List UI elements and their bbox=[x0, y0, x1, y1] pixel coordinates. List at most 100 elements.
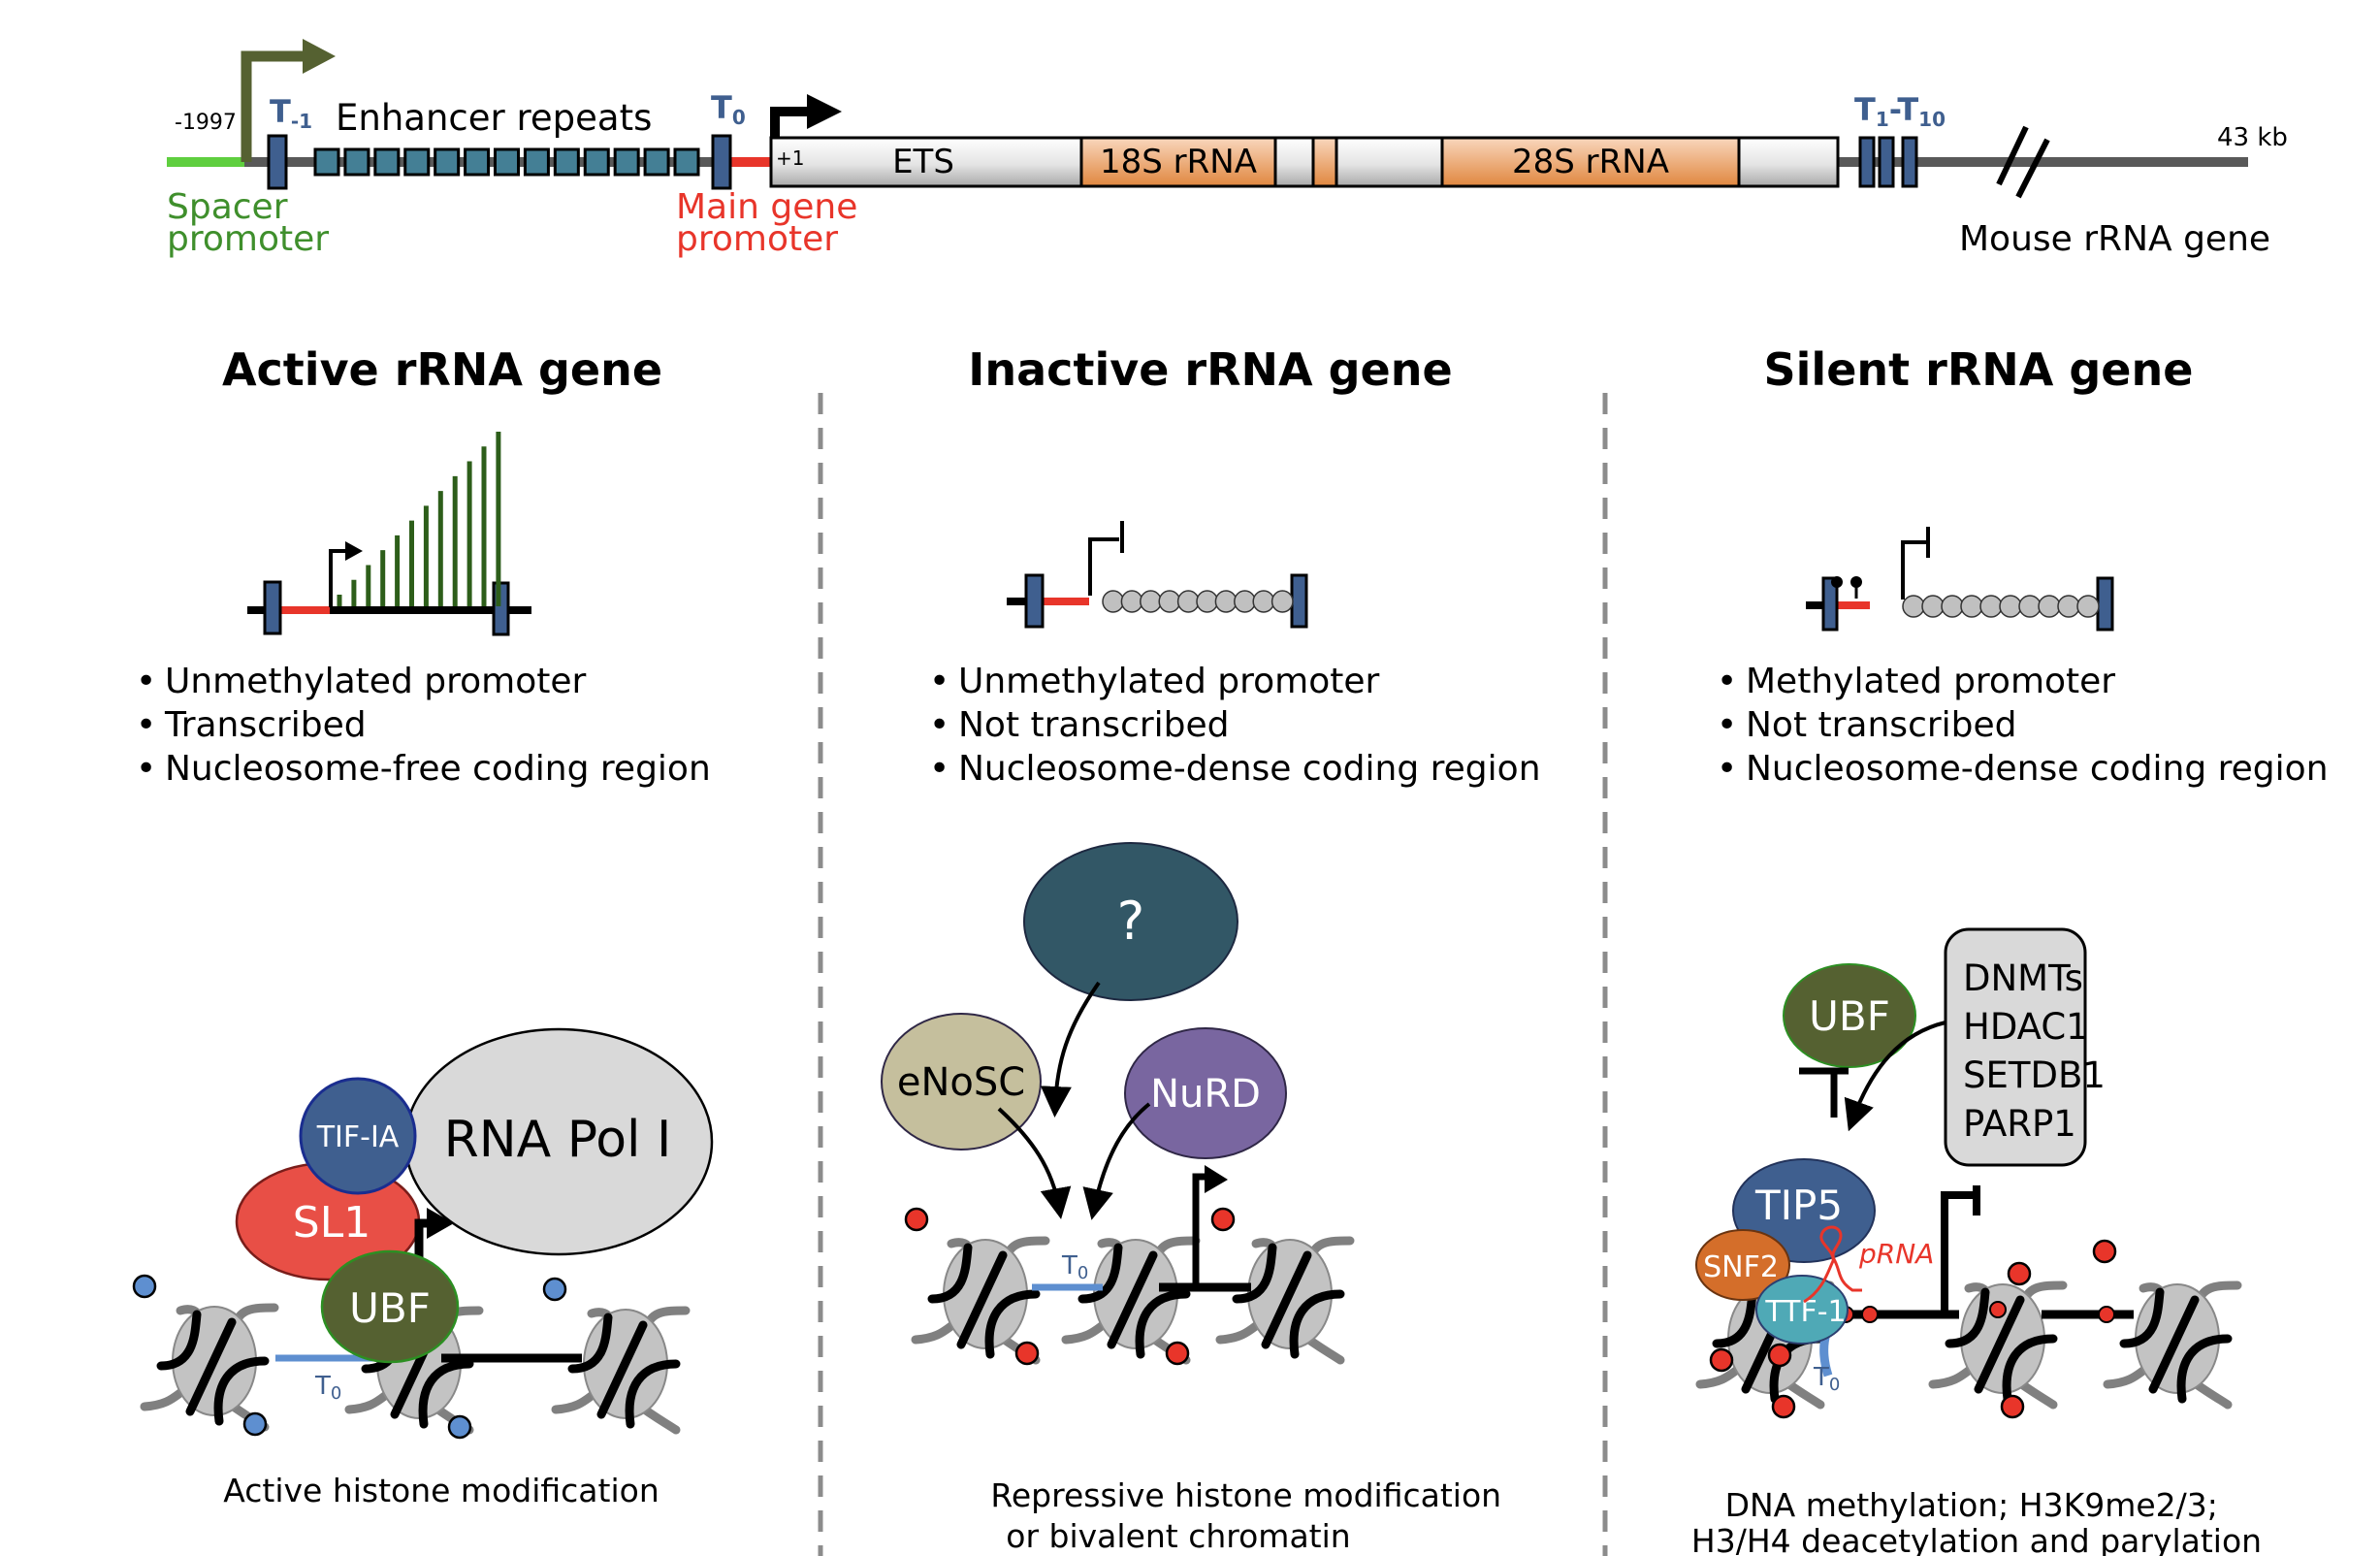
blocked-transcription-icon bbox=[1901, 527, 1930, 600]
enzyme-list: DNMTs HDAC1 SETDB1 PARP1 bbox=[1963, 957, 2117, 1145]
nucleosome bbox=[1210, 1207, 1355, 1365]
tif-ia bbox=[299, 1077, 417, 1195]
inactive-mini-gene bbox=[1007, 521, 1308, 629]
break-icon bbox=[1996, 125, 2050, 199]
methyl-mark-icon bbox=[1831, 576, 1843, 599]
nucleosome bbox=[132, 1274, 279, 1437]
main-promoter-arrow-icon bbox=[770, 94, 842, 138]
histone-mark bbox=[2092, 1239, 2117, 1264]
nucleosome bbox=[1928, 1280, 2068, 1419]
ttf1 bbox=[1755, 1275, 1849, 1345]
enhancer-repeat bbox=[494, 147, 520, 177]
histone-mark bbox=[242, 1411, 268, 1437]
dna-wrap bbox=[1289, 1289, 1345, 1359]
blocked-transcription-icon bbox=[1088, 521, 1124, 596]
transcription-start-arrow-icon bbox=[1192, 1165, 1228, 1285]
enosc bbox=[881, 1013, 1042, 1151]
histone-mark bbox=[1165, 1341, 1190, 1366]
enhancer-repeat bbox=[403, 147, 431, 177]
nucleosome-bead bbox=[2076, 595, 2100, 618]
histone-mark bbox=[1014, 1341, 1040, 1366]
terminator-t2 bbox=[1878, 136, 1895, 188]
dna-wrap bbox=[1107, 1250, 1158, 1349]
rna-pol-i-label: RNA Pol I bbox=[444, 1111, 672, 1169]
dna-wrap bbox=[567, 1313, 613, 1374]
nucleosome-bead bbox=[1270, 590, 1294, 613]
bullet-item: Unmethylated promoter bbox=[165, 662, 586, 701]
dna-wrap bbox=[956, 1250, 1008, 1349]
nucleosome-bead bbox=[1941, 595, 1964, 618]
dna-wrap bbox=[927, 1243, 973, 1304]
enhancer-repeats bbox=[313, 147, 700, 177]
nucleosome-bead bbox=[2018, 595, 2042, 618]
spacer-promoter-arrow-icon bbox=[241, 39, 336, 162]
cpg-methyl-mark bbox=[1861, 1306, 1879, 1323]
terminator-t-minus-1 bbox=[267, 134, 288, 190]
cpg-methyl-mark bbox=[2098, 1306, 2115, 1323]
nucleosome bbox=[1061, 1236, 1201, 1366]
nucleosome-bead bbox=[1902, 595, 1925, 618]
unknown-factor-label: ? bbox=[1117, 891, 1145, 952]
caption: Repressive histone modification or bival… bbox=[990, 1476, 1511, 1555]
inhibition-icon bbox=[1799, 1067, 1849, 1118]
caption: DNA methylation; H3K9me2/3; H3/H4 deacet… bbox=[1691, 1486, 2262, 1556]
bullet-item: Nucleosome-dense coding region bbox=[958, 749, 1541, 789]
nucleosome bbox=[904, 1207, 1050, 1366]
unknown-factor bbox=[1023, 842, 1238, 1001]
nucleosome-bead bbox=[1960, 595, 1983, 618]
dna-wrap bbox=[2119, 1287, 2165, 1348]
nucleosome-beads bbox=[1902, 595, 2100, 618]
t-minus-1-label: T-1 bbox=[270, 93, 312, 133]
dna-wrap bbox=[2002, 1334, 2058, 1404]
enhancer-repeat bbox=[523, 147, 550, 177]
bullet-item: Not transcribed bbox=[1746, 705, 2017, 745]
main-promoter-label: Main gene promoter bbox=[676, 187, 869, 259]
nucleosome-bead bbox=[1921, 595, 1945, 618]
spacer-promoter-label: Spacer promoter bbox=[167, 187, 329, 259]
t0-label: T0 bbox=[1061, 1251, 1088, 1283]
dna-wrap bbox=[213, 1356, 270, 1426]
histone-mark bbox=[1771, 1394, 1796, 1419]
sl1-label: SL1 bbox=[293, 1198, 370, 1248]
terminator-t10 bbox=[1901, 136, 1918, 188]
nucleosome-bead bbox=[1252, 590, 1275, 613]
dna-wrap bbox=[625, 1359, 681, 1429]
ubf-label: UBF bbox=[1809, 992, 1890, 1040]
nucleosome-bead bbox=[1158, 590, 1181, 613]
column-title: Active rRNA gene bbox=[222, 343, 662, 396]
bullet-item: Nucleosome-free coding region bbox=[165, 749, 711, 789]
enhancer-repeat bbox=[553, 147, 580, 177]
dna-wrap bbox=[2176, 1334, 2233, 1404]
snf2 bbox=[1695, 1229, 1790, 1301]
enhancer-repeat bbox=[613, 147, 640, 177]
enhancer-repeat bbox=[583, 147, 610, 177]
ets-label: ETS bbox=[892, 143, 954, 181]
caption: Active histone modification bbox=[223, 1472, 659, 1509]
plus-one-label: +1 bbox=[776, 146, 804, 170]
nucleosome bbox=[2092, 1239, 2242, 1410]
nurd-label: NuRD bbox=[1150, 1072, 1261, 1117]
bullet-list: •Unmethylated promoter •Not transcribed … bbox=[929, 662, 1541, 789]
dna-wrap bbox=[1945, 1287, 1990, 1348]
histone-mark bbox=[1709, 1347, 1734, 1373]
nurd bbox=[1124, 1027, 1287, 1159]
methyl-mark-icon bbox=[1850, 576, 1862, 599]
enhancer-repeat bbox=[643, 147, 670, 177]
terminator-t1 bbox=[1858, 136, 1876, 188]
chromatin-inactive bbox=[904, 1207, 1355, 1366]
bullet-item: Transcribed bbox=[164, 705, 367, 745]
ubf bbox=[320, 1249, 460, 1364]
blocked-transcription-icon bbox=[1941, 1185, 1980, 1314]
enosc-label: eNoSC bbox=[897, 1060, 1025, 1105]
histone-mark bbox=[1210, 1207, 1236, 1232]
rrna-18s-box bbox=[1079, 136, 1277, 188]
arrow-icon bbox=[997, 1107, 1072, 1219]
dna-wrap bbox=[984, 1289, 1041, 1359]
enzyme-item: PARP1 bbox=[1963, 1103, 2076, 1145]
t0-label: T0 bbox=[711, 89, 746, 129]
column-inactive: Inactive rRNA gene •Unmethylated promote… bbox=[881, 343, 1541, 1555]
nucleosome-bead bbox=[1140, 590, 1162, 613]
nucleosome-bead bbox=[1120, 590, 1143, 613]
gene-title: Mouse rRNA gene bbox=[1959, 219, 2270, 259]
silent-mini-gene bbox=[1806, 527, 2114, 632]
